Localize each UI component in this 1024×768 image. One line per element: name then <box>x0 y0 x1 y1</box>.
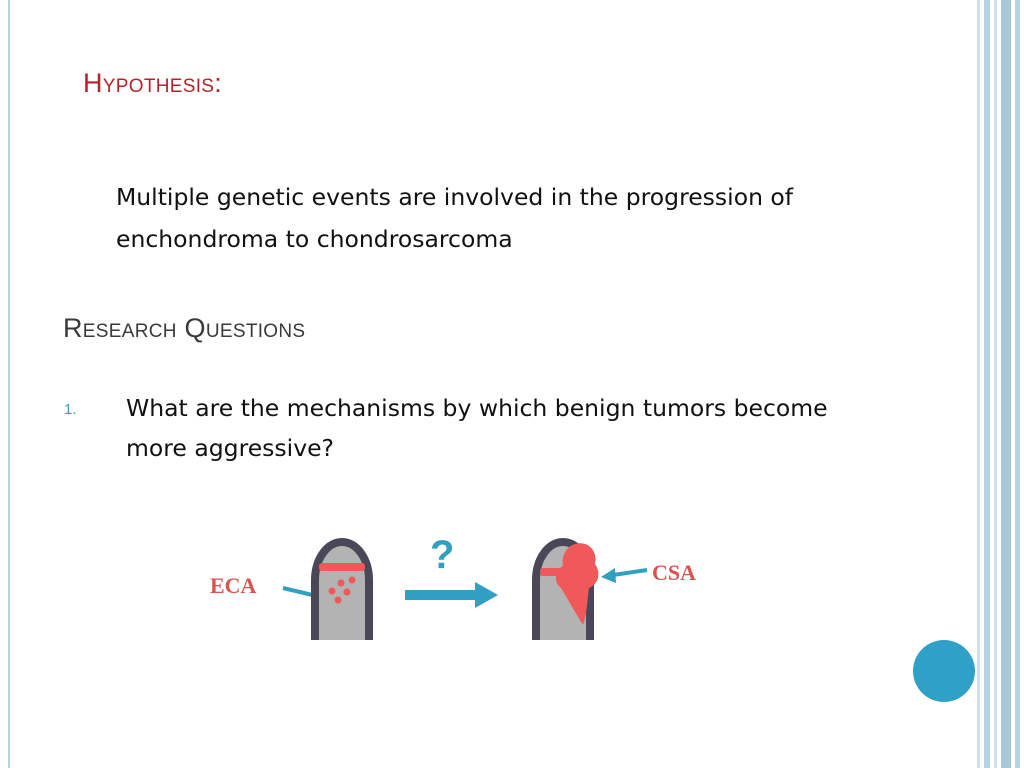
csa-label: CSA <box>652 560 697 585</box>
progression-arrow <box>405 582 498 608</box>
hypothesis-title: Hypothesis: <box>83 68 223 98</box>
slide-nav-circle[interactable] <box>913 640 975 702</box>
question-mark-icon: ? <box>430 533 455 577</box>
left-border-rule <box>8 0 10 768</box>
chondrosarcoma-bone-icon <box>532 538 599 640</box>
eca-label: ECA <box>210 573 257 598</box>
question-text: What are the mechanisms by which benign … <box>126 394 828 462</box>
csa-pointer-arrow <box>601 568 648 583</box>
hypothesis-text: Multiple genetic events are involved in … <box>116 183 794 253</box>
research-questions-title: Research Questions <box>63 313 306 343</box>
progression-figure: ECA <box>195 530 725 650</box>
enchondroma-bone-icon <box>311 538 373 640</box>
right-decorative-stripes <box>974 0 1024 768</box>
progression-diagram <box>282 538 648 640</box>
question-number: 1. <box>64 401 77 418</box>
